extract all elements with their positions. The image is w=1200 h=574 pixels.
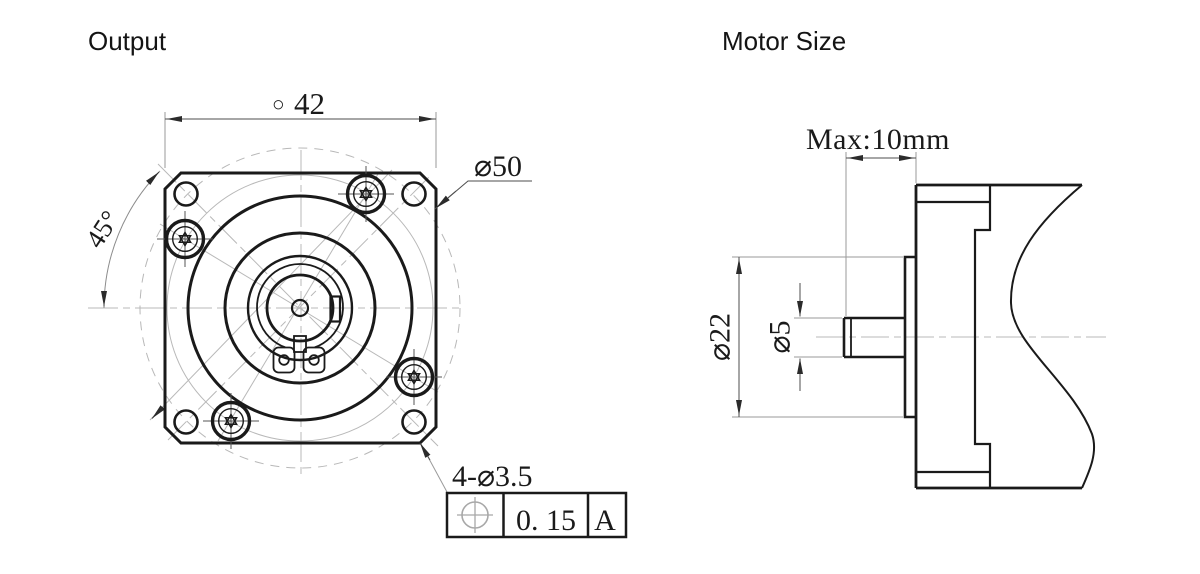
- screw-bolt-circle: [166, 174, 434, 442]
- ring-ear-hole-right: [308, 354, 320, 366]
- shaft-circle: [265, 273, 335, 343]
- square-symbol: ○: [272, 92, 285, 116]
- motor-body-outline: [914, 183, 1096, 490]
- center-hole: [290, 298, 310, 318]
- output-shaft: [842, 316, 905, 359]
- ring-ear-hole-left: [278, 354, 290, 366]
- screw-axis-left-right: [159, 223, 439, 393]
- screw-bottom: [203, 393, 259, 449]
- right-view-title: Motor Size: [722, 26, 846, 56]
- position-tolerance-icon: [457, 497, 493, 533]
- corner-hole-bl: [173, 409, 199, 435]
- keyway: [329, 295, 342, 323]
- boss-circle: [223, 231, 377, 385]
- retaining-ring-ears: [272, 335, 326, 374]
- d50-label: ⌀50: [474, 150, 522, 183]
- dimension-square-42: ○ 42: [164, 86, 437, 168]
- bore-circle: [246, 254, 354, 362]
- front-view: ○ 42 ⌀50 45° 4-⌀3.5: [80, 86, 628, 539]
- ring-tab: [293, 335, 307, 353]
- feature-control-frame: 0. 15 A: [445, 491, 628, 539]
- diagonal-centerline-tl-br: [157, 163, 439, 447]
- reference-line-arrow: [151, 405, 165, 419]
- screw-right: [386, 349, 442, 405]
- ring-ear-left: [272, 346, 296, 374]
- datum-letter: A: [594, 504, 616, 537]
- break-line: [1009, 184, 1096, 489]
- side-view: Max:10mm ⌀22 ⌀5: [704, 123, 1106, 490]
- left-view-title: Output: [88, 26, 167, 56]
- screw-left: [157, 211, 213, 267]
- dimension-shaft-length: Max:10mm: [806, 123, 950, 316]
- corner-hole-tr: [401, 181, 427, 207]
- dimension-pilot-diameter: ⌀22: [704, 256, 903, 418]
- end-cap-step: [973, 185, 992, 488]
- pilot-diameter-label: ⌀22: [704, 313, 737, 361]
- dimension-d50: ⌀50: [434, 150, 532, 210]
- dimension-45deg: 45°: [80, 170, 161, 309]
- callout-mounting-holes: 4-⌀3.5 0. 15 A: [419, 442, 628, 539]
- screw-top: [338, 166, 394, 222]
- pilot-boss: [903, 255, 916, 419]
- shaft-length-label: Max:10mm: [806, 123, 950, 156]
- screw-axis-top-bottom: [217, 173, 379, 442]
- dimension-shaft-diameter: ⌀5: [764, 283, 842, 391]
- retaining-ring: [256, 263, 344, 349]
- front-face-circle: [186, 194, 414, 422]
- d50-circle: [139, 147, 461, 469]
- tolerance-value: 0. 15: [516, 504, 576, 537]
- corner-hole-tl: [173, 181, 199, 207]
- ring-ear-right: [302, 346, 326, 374]
- angle-45-label: 45°: [80, 205, 126, 253]
- corner-hole-br: [401, 409, 427, 435]
- square-size-value: 42: [294, 86, 325, 121]
- shaft-diameter-label: ⌀5: [764, 320, 797, 353]
- mounting-holes-label: 4-⌀3.5: [452, 460, 533, 493]
